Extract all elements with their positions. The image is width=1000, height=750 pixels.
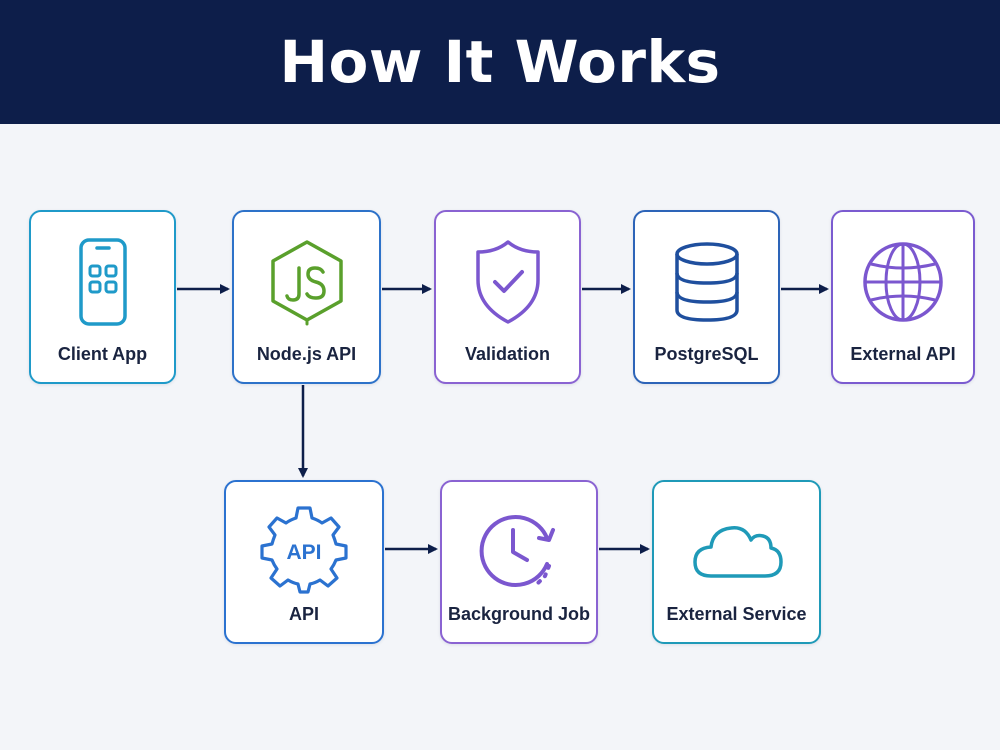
api-icon-text: API <box>286 541 321 564</box>
node-external-service[interactable]: External Service <box>652 480 821 644</box>
globe-icon <box>857 236 949 328</box>
node-postgresql[interactable]: PostgreSQL <box>633 210 780 384</box>
node-label: External API <box>850 344 956 364</box>
node-label: Validation <box>464 344 551 364</box>
node-label: PostgreSQL <box>654 344 759 364</box>
cloud-icon <box>691 504 783 596</box>
mobile-app-icon <box>57 236 149 328</box>
nodejs-icon <box>261 236 353 328</box>
node-label: Node.js API <box>256 344 357 364</box>
page-title: How It Works <box>279 28 721 96</box>
node-external-api[interactable]: External API <box>831 210 975 384</box>
node-label: Client App <box>57 344 148 364</box>
node-api[interactable]: API API <box>224 480 384 644</box>
node-client-app[interactable]: Client App <box>29 210 176 384</box>
title-banner: How It Works <box>0 0 1000 124</box>
clock-refresh-icon <box>473 504 565 596</box>
database-icon <box>661 236 753 328</box>
node-validation[interactable]: Validation <box>434 210 581 384</box>
node-nodejs-api[interactable]: Node.js API <box>232 210 381 384</box>
node-background-job[interactable]: Background Job <box>440 480 598 644</box>
api-gear-icon: API <box>258 504 350 596</box>
node-label: Background Job <box>447 604 590 624</box>
shield-check-icon <box>462 236 554 328</box>
node-label: External Service <box>666 604 807 624</box>
node-label: API <box>288 604 319 624</box>
